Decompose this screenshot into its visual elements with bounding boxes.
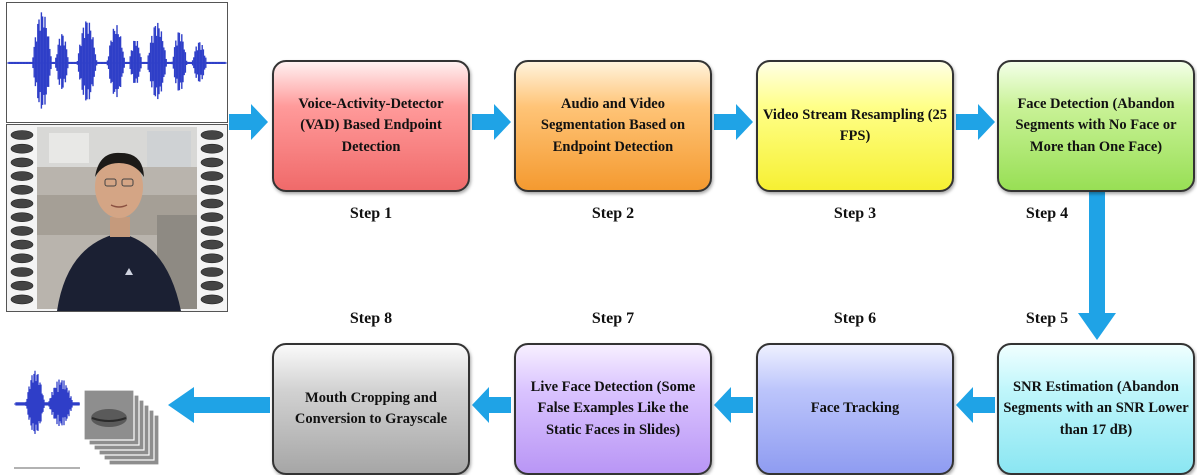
film-hole: [10, 198, 34, 209]
film-hole: [10, 212, 34, 222]
film-hole: [10, 226, 34, 236]
step-6-text: Face Tracking: [810, 400, 900, 417]
film-hole: [200, 130, 224, 140]
step-1-text: Voice-Activity-Detector (VAD) Based Endp…: [298, 96, 444, 155]
film-hole: [200, 226, 224, 236]
step-5-text: SNR Estimation (Abandon Segments with an…: [1003, 379, 1189, 438]
film-hole: [200, 143, 224, 154]
film-hole: [200, 267, 224, 277]
film-hole: [200, 253, 224, 264]
step-8-text: Mouth Cropping and Conversion to Graysca…: [294, 389, 448, 427]
step-4-box: Face Detection (Abandon Segments with No…: [997, 60, 1195, 192]
step-4-label: Step 4: [1025, 205, 1069, 222]
film-hole: [200, 185, 224, 195]
arrow-step7-to-step8: [472, 387, 511, 423]
input-video-filmstrip: [6, 124, 228, 312]
step-6-label: Step 6: [833, 310, 877, 327]
arrow-step2-to-step3: [714, 104, 753, 140]
step-1-box: Voice-Activity-Detector (VAD) Based Endp…: [272, 60, 470, 192]
step-2-text: Audio and Video Segmentation Based on En…: [540, 96, 686, 155]
arrow-step4-to-step5: [1078, 192, 1116, 340]
step-7-text: Live Face Detection (Some False Examples…: [530, 379, 696, 438]
film-hole: [200, 171, 224, 181]
mouth-crops-stack-icon: [83, 389, 160, 466]
arrow-step3-to-step4: [956, 104, 995, 140]
arrow-step8-to-output: [168, 387, 270, 423]
film-hole: [10, 253, 34, 264]
film-strip-icon: [10, 127, 224, 311]
mouth-line: [91, 417, 127, 422]
output-waveform-icon: [14, 370, 80, 469]
speaker-photo: [37, 127, 197, 311]
step-3-label: Step 3: [833, 205, 877, 222]
step-7-box: Live Face Detection (Some False Examples…: [514, 343, 712, 475]
film-hole: [10, 171, 34, 181]
film-hole: [10, 130, 34, 140]
film-hole: [200, 157, 224, 168]
film-hole: [10, 185, 34, 195]
film-hole: [10, 267, 34, 277]
film-hole: [200, 212, 224, 222]
arrow-step5-to-step6: [956, 387, 995, 423]
film-hole: [10, 157, 34, 168]
step-5-box: SNR Estimation (Abandon Segments with an…: [997, 343, 1195, 475]
film-hole: [10, 280, 34, 291]
film-hole: [200, 239, 224, 250]
mouth-lips: [91, 409, 127, 427]
step-4-text: Face Detection (Abandon Segments with No…: [1015, 96, 1177, 155]
input-waveform-image: [6, 2, 228, 123]
step-3-box: Video Stream Resampling (25 FPS): [756, 60, 954, 192]
step-2-box: Audio and Video Segmentation Based on En…: [514, 60, 712, 192]
film-hole: [10, 239, 34, 250]
step-1-label: Step 1: [349, 205, 393, 222]
arrow-input-to-step1: [229, 104, 268, 140]
step-7-label: Step 7: [591, 310, 635, 327]
arrow-step6-to-step7: [714, 387, 753, 423]
step-2-label: Step 2: [591, 205, 635, 222]
step-8-label: Step 8: [349, 310, 393, 327]
waveform-icon: [7, 12, 227, 109]
step-5-label: Step 5: [1025, 310, 1069, 327]
arrow-step1-to-step2: [472, 104, 511, 140]
film-hole: [200, 294, 224, 305]
film-hole: [200, 198, 224, 209]
film-hole: [200, 280, 224, 291]
film-hole: [10, 294, 34, 305]
step-3-text: Video Stream Resampling (25 FPS): [762, 106, 948, 144]
film-hole: [10, 143, 34, 154]
